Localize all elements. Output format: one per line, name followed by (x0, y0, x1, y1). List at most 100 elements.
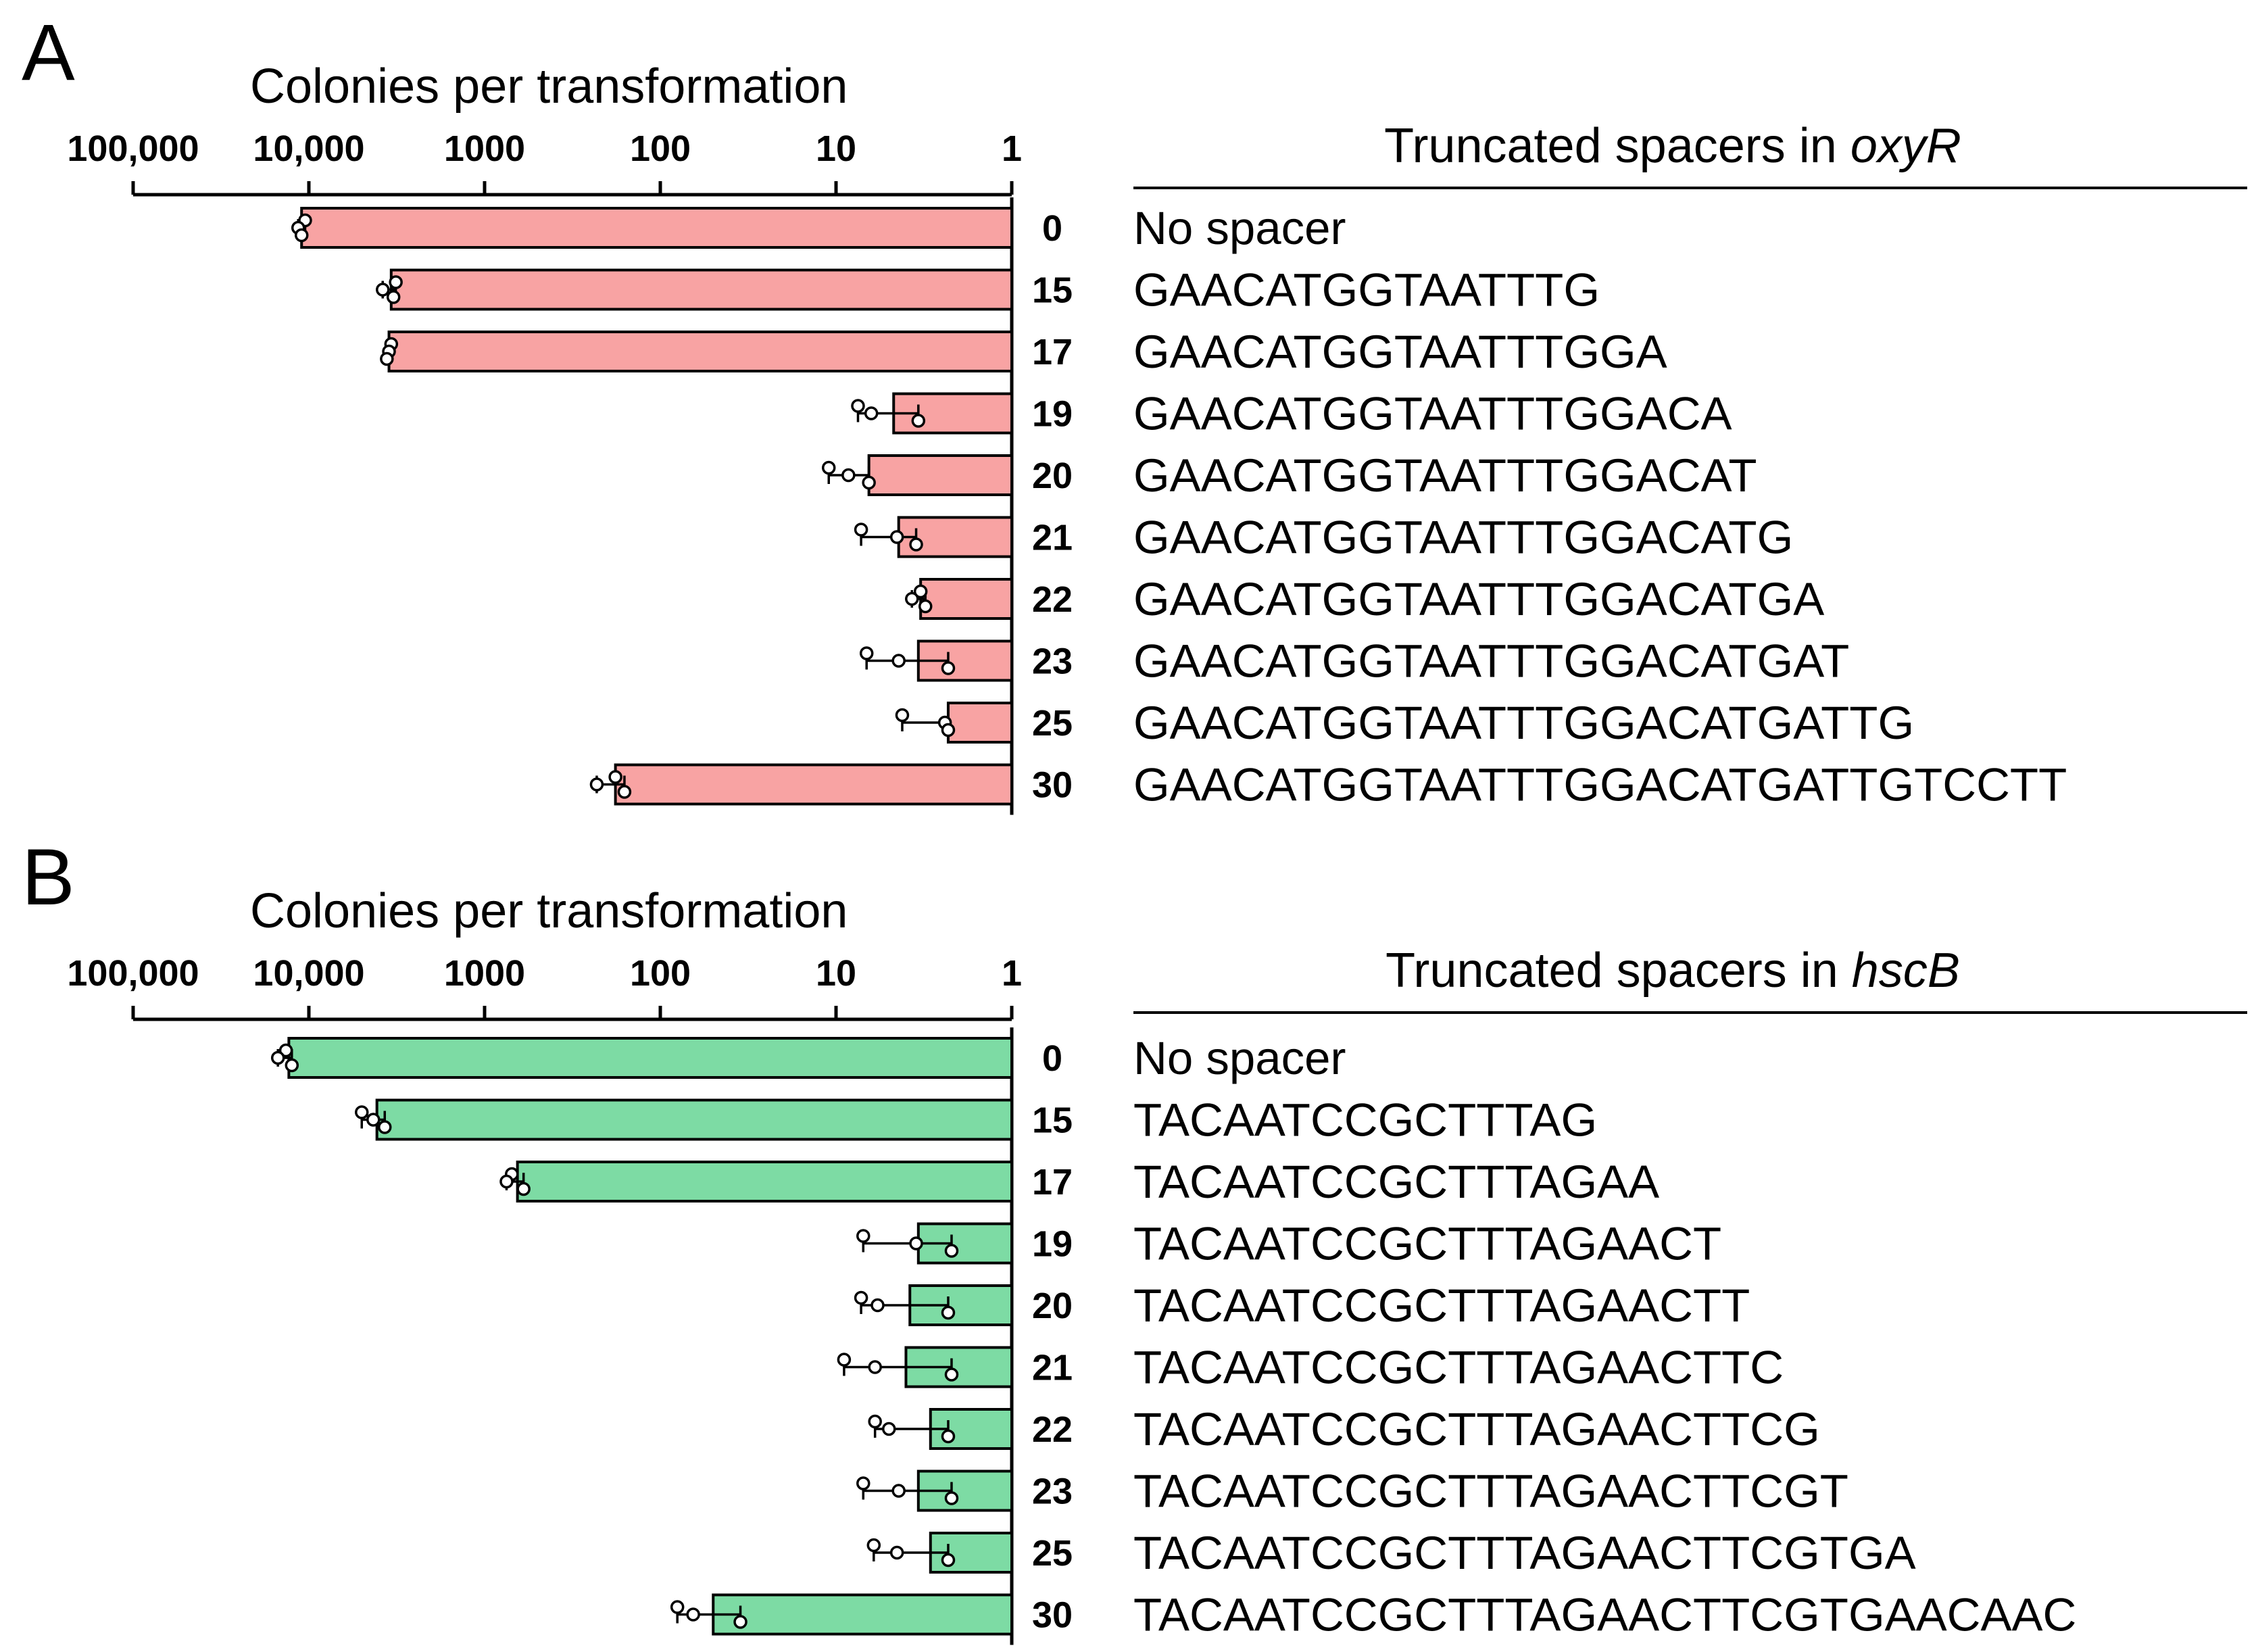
category-label: 21 (1032, 518, 1073, 558)
category-label: 25 (1032, 703, 1073, 744)
data-point (941, 723, 956, 737)
data-point (891, 1484, 906, 1498)
category-label: 20 (1032, 456, 1073, 496)
bar (300, 207, 1013, 249)
x-tick-label: 100 (630, 953, 691, 994)
data-point (389, 275, 403, 289)
category-label: 15 (1032, 270, 1073, 311)
panel-letter: B (22, 833, 75, 922)
data-point (294, 228, 309, 243)
sequence-label: TACAATCCGCTTTAG (1133, 1094, 1597, 1146)
bar (916, 639, 1013, 682)
data-point (909, 537, 923, 552)
data-point (854, 523, 868, 537)
category-label: 19 (1032, 394, 1073, 435)
category-label: 19 (1032, 1224, 1073, 1265)
data-point (841, 468, 856, 483)
data-point (889, 1545, 904, 1560)
data-point (686, 1607, 700, 1622)
bar (867, 454, 1014, 496)
category-label: 15 (1032, 1100, 1073, 1141)
data-point (821, 460, 836, 475)
category-label: 23 (1032, 1472, 1073, 1512)
sequence-label: GAACATGGTAATTTGGACATGATTGTCCTT (1133, 759, 2067, 811)
data-point (733, 1615, 747, 1629)
sequence-column-title: Truncated spacers in hscB (1386, 944, 1960, 998)
data-point (386, 290, 401, 304)
x-tick-label: 1 (1002, 128, 1022, 169)
data-point (868, 1360, 882, 1374)
data-point (941, 1305, 956, 1320)
category-label: 0 (1042, 208, 1062, 249)
bar (614, 763, 1013, 806)
data-point (617, 785, 632, 799)
data-point (285, 1058, 299, 1073)
sequence-label: TACAATCCGCTTTAGAACTTCGTGAACAAC (1133, 1589, 2076, 1641)
sequence-label: No spacer (1133, 202, 1346, 254)
data-point (355, 1105, 369, 1119)
bar (287, 1037, 1013, 1079)
category-label: 0 (1042, 1038, 1062, 1079)
sequence-label: TACAATCCGCTTTAGAA (1133, 1156, 1659, 1208)
sequence-label: TACAATCCGCTTTAGAACTTCG (1133, 1403, 1820, 1455)
bar (908, 1284, 1013, 1326)
data-point (864, 406, 879, 420)
bar (387, 331, 1013, 372)
sequence-label: GAACATGGTAATTTGGACATG (1133, 512, 1793, 564)
data-point (905, 591, 919, 606)
category-label: 21 (1032, 1348, 1073, 1388)
x-tick-label: 10,000 (253, 953, 364, 994)
data-point (882, 1422, 896, 1436)
sequence-label: GAACATGGTAATTTGGACAT (1133, 450, 1757, 502)
data-point (944, 1367, 959, 1382)
sequence-label: TACAATCCGCTTTAGAACTTC (1133, 1342, 1784, 1394)
data-point (499, 1174, 514, 1189)
data-point (856, 1229, 870, 1243)
x-tick-label: 100,000 (67, 953, 199, 994)
category-label: 22 (1032, 579, 1073, 620)
data-point (866, 1538, 881, 1553)
x-tick-label: 1 (1002, 953, 1022, 994)
x-tick-label: 10 (816, 128, 856, 169)
category-label: 25 (1032, 1533, 1073, 1574)
category-label: 17 (1032, 332, 1073, 372)
data-point (862, 475, 876, 490)
data-point (859, 646, 874, 660)
panel-a: A Colonies per transformation 100,000 10,00… (22, 8, 2247, 815)
x-tick-label: 10 (816, 953, 856, 994)
category-label: 30 (1032, 765, 1073, 806)
x-axis-title: Colonies per transformation (250, 59, 848, 114)
sequence-label: GAACATGGTAATTTGGACATGAT (1133, 635, 1849, 687)
sequence-label: No spacer (1133, 1032, 1346, 1084)
data-point (380, 351, 394, 366)
data-point (851, 399, 865, 413)
data-point (870, 1298, 885, 1313)
data-point (868, 1414, 882, 1429)
data-point (837, 1353, 852, 1367)
panel-letter: A (22, 8, 75, 97)
bar (516, 1161, 1013, 1202)
category-label: 30 (1032, 1595, 1073, 1636)
gene-name: oxyR (1850, 119, 1961, 173)
bar (375, 1098, 1013, 1141)
data-point (909, 1236, 923, 1250)
data-point (856, 1476, 870, 1490)
category-label: 20 (1032, 1286, 1073, 1326)
data-point (366, 1113, 381, 1127)
data-point (589, 777, 604, 792)
data-point (941, 661, 956, 675)
data-point (941, 1429, 956, 1444)
data-point (911, 414, 926, 428)
data-point (895, 708, 910, 723)
data-point (891, 654, 906, 668)
sequence-label: TACAATCCGCTTTAGAACTT (1133, 1280, 1750, 1332)
x-tick-label: 100,000 (67, 128, 199, 169)
x-tick-label: 10,000 (253, 128, 364, 169)
sequence-label: GAACATGGTAATTTGGA (1133, 326, 1667, 378)
data-point (378, 1120, 392, 1134)
sequence-label: GAACATGGTAATTTGGACATGA (1133, 573, 1824, 625)
sequence-label: TACAATCCGCTTTAGAACTTCGTGA (1133, 1527, 1916, 1579)
x-tick-label: 1000 (444, 128, 525, 169)
bar (712, 1593, 1014, 1636)
